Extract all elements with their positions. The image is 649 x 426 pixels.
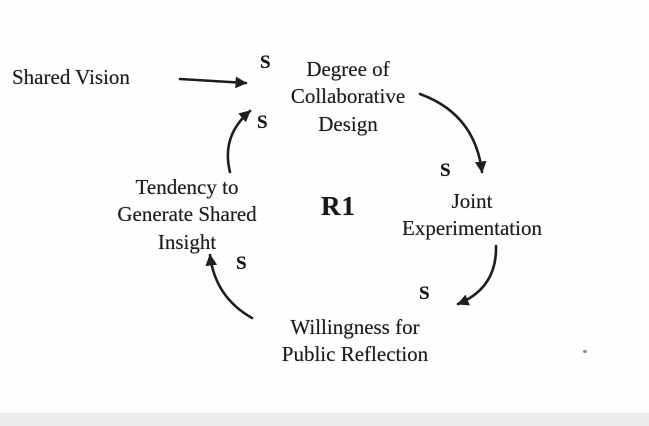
scan-speck <box>583 350 587 353</box>
node-joint-experimentation: Joint Experimentation <box>402 189 542 241</box>
polarity-label-insight-to-degree: S <box>257 112 268 133</box>
node-degree-of-collaborative-design: Degree of Collaborative Design <box>290 57 406 136</box>
arrow-shared-vision-to-degree <box>178 76 248 89</box>
scan-artifact-bottom <box>0 413 649 426</box>
polarity-label-degree-to-joint: S <box>440 160 451 181</box>
arrow-insight-to-degree <box>226 109 252 174</box>
node-tendency-to-generate-shared-insight: Tendency to Generate Shared Insight <box>117 175 257 254</box>
node-willingness-for-public-reflection: Willingness for Public Reflection <box>281 315 429 367</box>
polarity-label-joint-to-willingness: S <box>419 283 430 304</box>
arrow-joint-to-willingness <box>456 244 498 306</box>
reinforcing-loop-label: R1 <box>321 191 356 221</box>
polarity-label-shared-vision-to-degree: S <box>260 52 271 73</box>
polarity-label-willingness-to-insight: S <box>236 253 247 274</box>
arrow-degree-to-joint <box>418 92 487 174</box>
node-shared-vision: Shared Vision <box>12 65 130 89</box>
